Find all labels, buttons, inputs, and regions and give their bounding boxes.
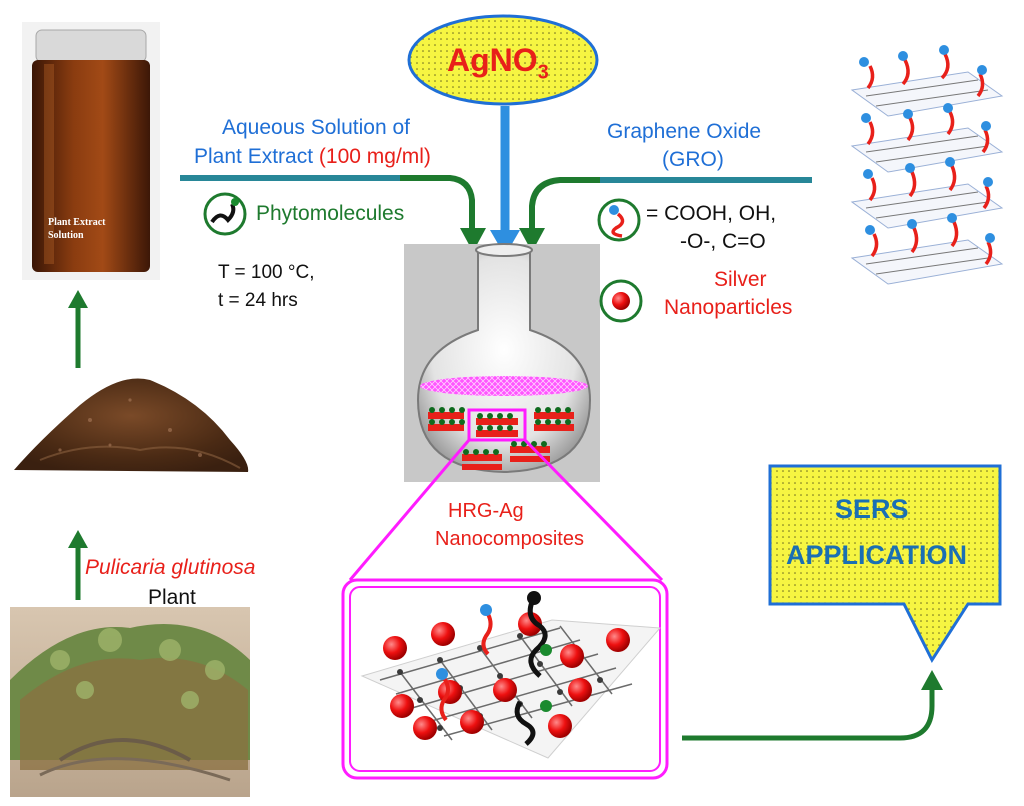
- phytomolecule-symbol: [203, 192, 247, 236]
- agno3-badge: [407, 14, 599, 106]
- application-label: APPLICATION: [786, 540, 967, 570]
- functional-groups-label-line2: -O-, C=O: [680, 230, 766, 253]
- flask-nanocomposite-stacks: [428, 407, 574, 470]
- extract-label-line1: Aqueous Solution of: [222, 116, 410, 139]
- arrow-plant-to-powder: [68, 530, 88, 600]
- arrow-graphene-to-flask: [519, 177, 812, 252]
- graphene-oxide-label: Graphene Oxide: [607, 120, 762, 143]
- silver-nanoparticle-symbol: [599, 279, 643, 323]
- product-label-line1: HRG-Ag: [448, 500, 524, 522]
- plant-species-label: Pulicaria glutinosa: [85, 556, 256, 579]
- nanocomposite-detail-box: [341, 578, 669, 780]
- arrow-powder-to-extract: [68, 290, 88, 368]
- jar-label: Plant Extract Solution: [48, 216, 106, 242]
- jar-label-line1: Plant Extract: [48, 217, 106, 228]
- pulicaria-plant-photo: [10, 607, 250, 797]
- functional-group-symbol: [597, 198, 641, 242]
- agno3-formula: AgNO3: [447, 42, 549, 84]
- reaction-flask: [404, 243, 600, 482]
- extract-concentration: (100 mg/ml): [318, 145, 431, 168]
- extract-label-text: Plant Extract: [194, 145, 314, 168]
- sers-callout: [768, 464, 1002, 664]
- functional-groups-label-line1: = COOH, OH,: [646, 202, 777, 225]
- silver-label-line2: Nanoparticles: [664, 296, 793, 319]
- plant-extract-jar-photo: [22, 22, 160, 280]
- agno3-formula-subscript: 3: [537, 61, 549, 84]
- sers-label: SERS: [835, 494, 909, 524]
- product-label-line2: Nanocomposites: [435, 528, 584, 550]
- arrow-agno3-to-flask: [490, 106, 520, 256]
- time-condition: t = 24 hrs: [218, 290, 298, 311]
- agno3-formula-main: AgNO: [447, 42, 538, 78]
- dried-plant-powder-photo: [14, 378, 249, 472]
- gro-abbreviation-label: (GRO): [662, 148, 724, 171]
- jar-label-line2: Solution: [48, 230, 84, 241]
- temperature-condition: T = 100 °C,: [218, 262, 315, 283]
- silver-label-line1: Silver: [714, 268, 767, 291]
- phytomolecules-label: Phytomolecules: [256, 202, 405, 225]
- arrow-to-sers: [682, 670, 943, 741]
- arrow-extract-to-flask: [180, 175, 486, 252]
- plant-word-label: Plant: [148, 586, 196, 609]
- zoom-connector: [348, 438, 664, 582]
- graphene-oxide-stack: [850, 45, 1004, 285]
- extract-label-line2: Plant Extract (100 mg/ml): [194, 145, 431, 169]
